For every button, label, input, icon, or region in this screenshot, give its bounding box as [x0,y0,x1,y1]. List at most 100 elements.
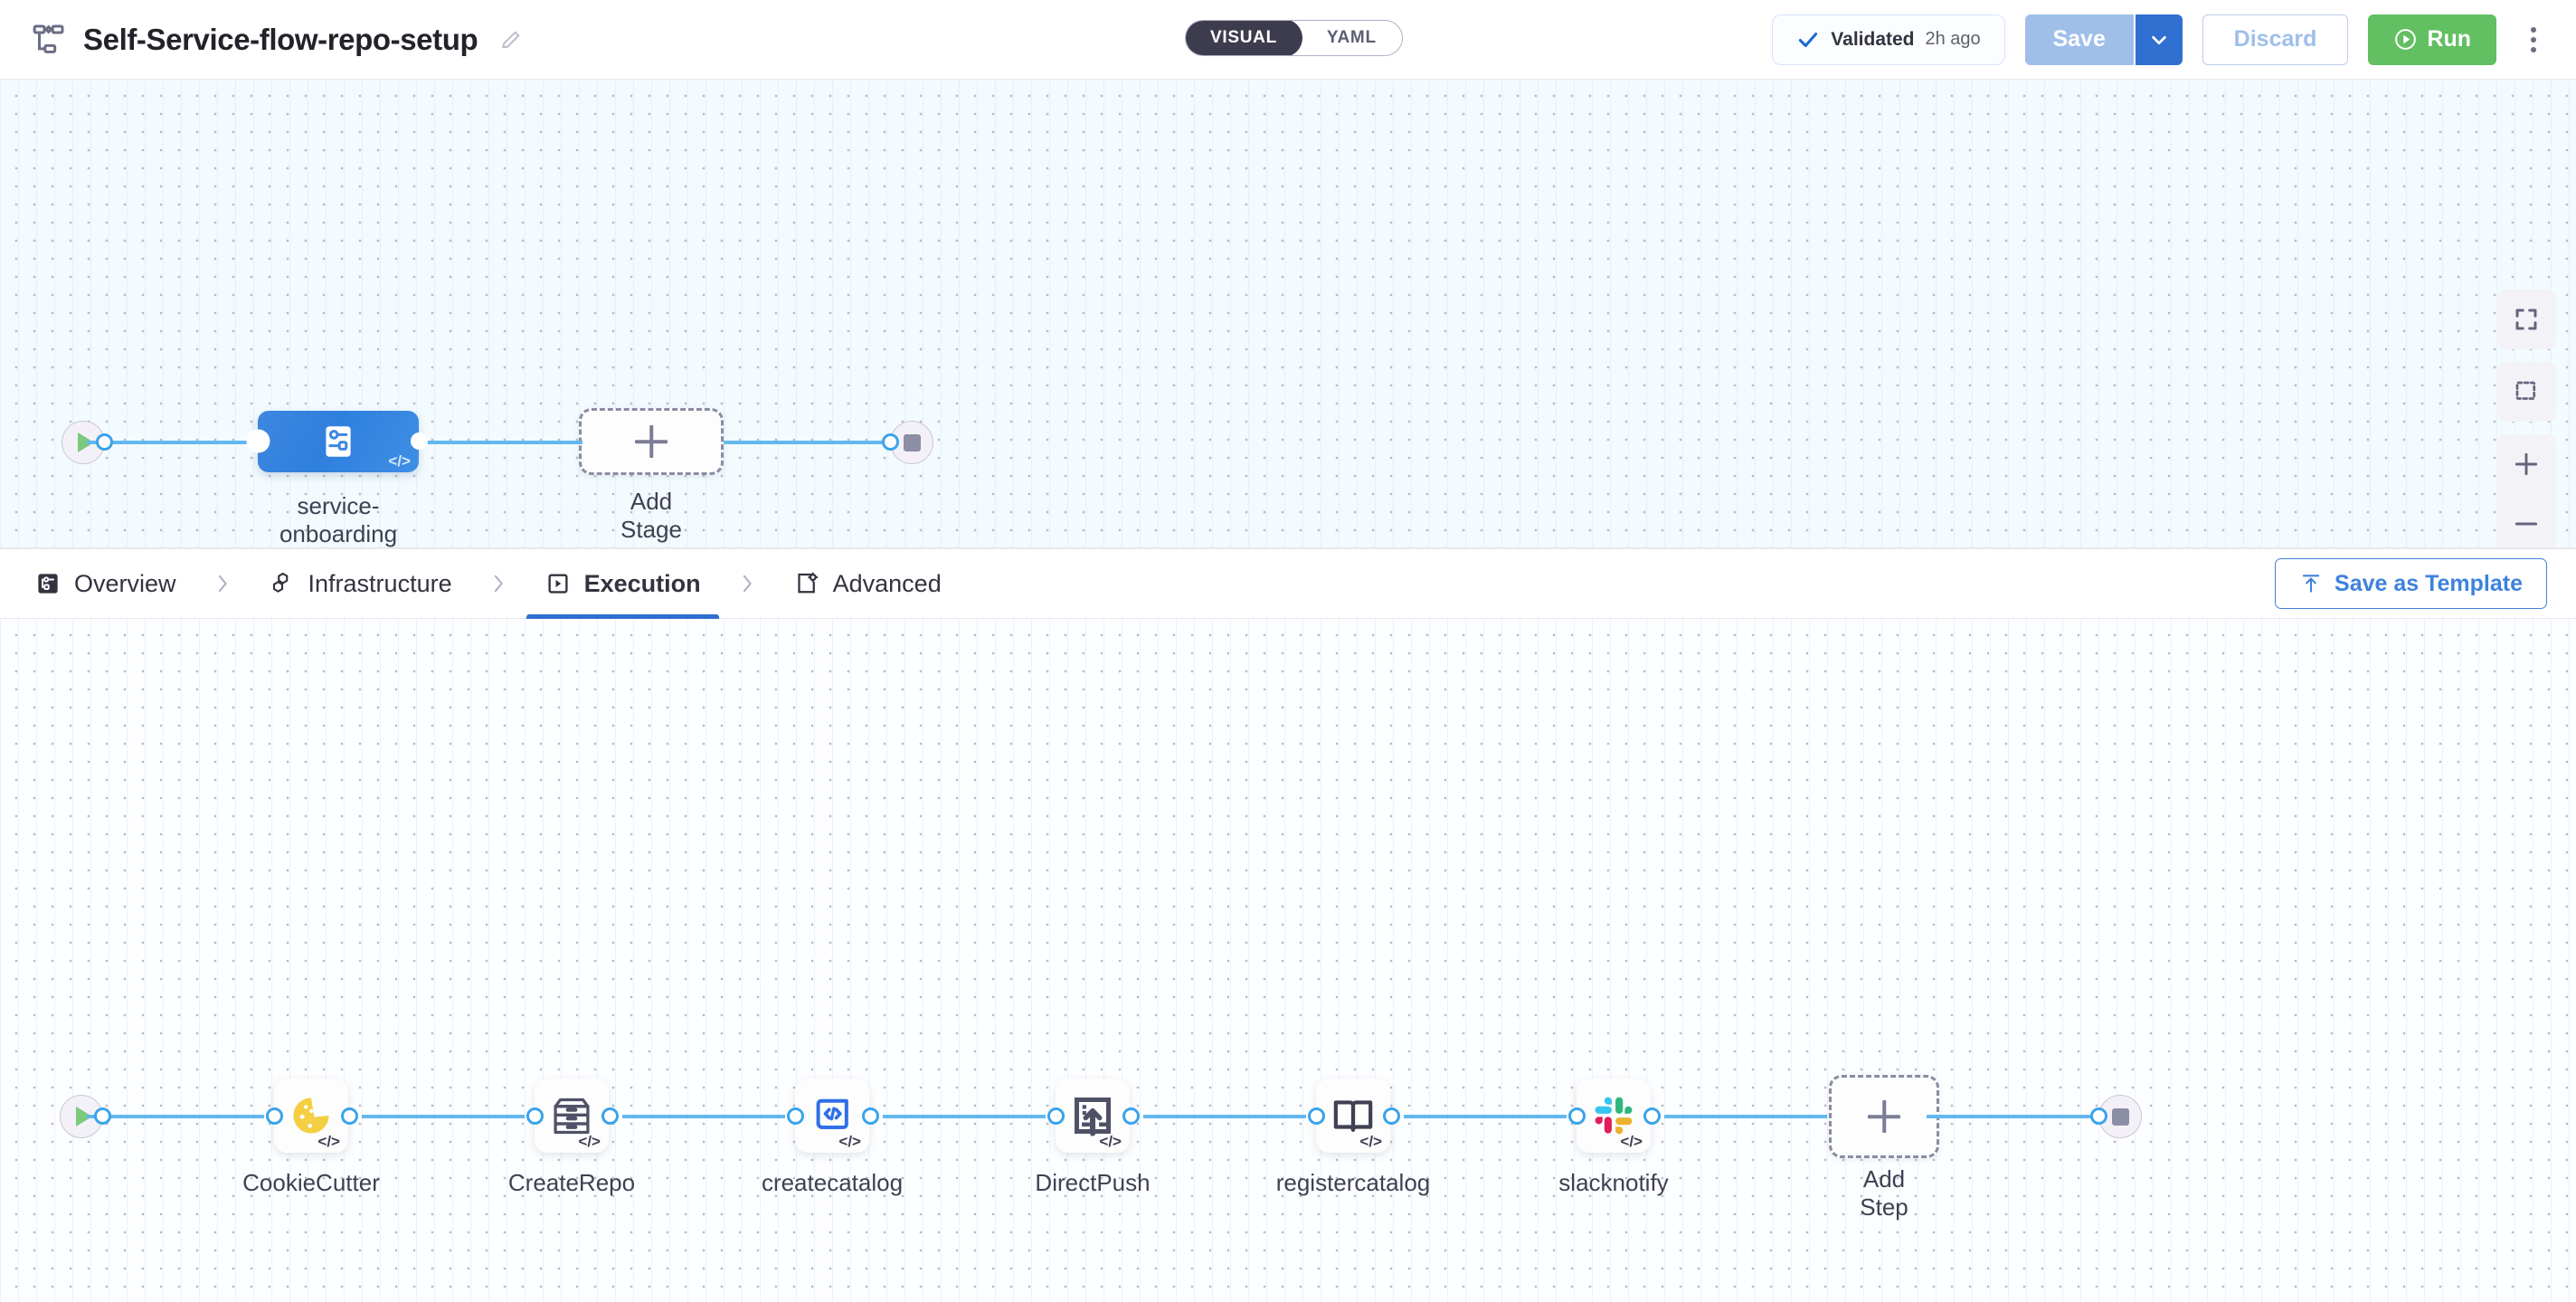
step-node-registercatalog[interactable]: </> registercatalog [1276,1079,1430,1196]
drawer-icon [554,1098,590,1135]
exec-start-output-port[interactable] [94,1107,111,1125]
step-code-badge: </> [838,1133,861,1150]
step-label: CookieCutter [242,1169,380,1196]
validated-label: Validated [1831,28,1915,50]
exec-connector-1 [87,1115,264,1118]
add-step-label: Add Step [1860,1165,1908,1221]
step-code-badge: </> [1620,1133,1643,1150]
step-card[interactable]: </> [1316,1079,1390,1153]
step-node-createcatalog[interactable]: </> createcatalog [762,1079,903,1196]
save-as-template-button[interactable]: Save as Template [2275,558,2547,609]
infrastructure-icon [269,570,296,597]
stage-flow-row: </> service- onboarding Add Stage [0,80,2576,547]
save-dropdown-toggle[interactable] [2133,14,2183,65]
play-icon [77,432,94,452]
edit-pencil-icon[interactable] [494,28,523,52]
add-step-button[interactable] [1829,1075,1939,1158]
tab-separator [458,570,539,597]
play-icon [75,1107,92,1126]
overview-icon [34,570,62,597]
tab-execution[interactable]: Execution [526,548,719,619]
stage-flow-icon [326,426,351,457]
section-tab-bar: Overview Infrastructure [0,548,2576,619]
execution-start-node[interactable] [60,1095,111,1138]
kebab-menu-icon[interactable] [2518,26,2549,52]
zoom-out-button[interactable] [2496,494,2556,547]
step-card[interactable]: </> [1577,1079,1651,1153]
step-input-port[interactable] [787,1107,804,1125]
exec-end-input-port[interactable] [2090,1107,2107,1125]
step-input-port[interactable] [1308,1107,1325,1125]
pipeline-end-node[interactable] [874,421,933,464]
execution-canvas[interactable]: </> CookieCutter [0,619,2576,1302]
step-code-badge: </> [317,1133,340,1150]
mode-yaml[interactable]: YAML [1326,28,1377,47]
zoom-controls [2496,434,2556,547]
add-stage-button[interactable] [579,408,724,475]
save-button[interactable]: Save [2024,14,2134,65]
stop-icon [2111,1107,2129,1126]
run-label: Run [2427,26,2471,52]
stage-node-service-onboarding[interactable]: </> service- onboarding [250,411,428,547]
tab-separator [706,570,788,597]
add-step-node[interactable]: Add Step [1829,1075,1939,1221]
selection-box-button[interactable] [2496,362,2556,422]
step-card[interactable]: </> [795,1079,869,1153]
step-label: slacknotify [1558,1169,1669,1196]
step-node-cookiecutter[interactable]: </> CookieCutter [242,1079,380,1196]
step-output-port[interactable] [862,1107,879,1125]
mode-toggle[interactable]: VISUAL YAML [1185,20,1403,56]
advanced-gear-icon [793,570,820,597]
tab-infrastructure[interactable]: Infrastructure [263,548,458,619]
execution-end-node[interactable] [2082,1095,2142,1138]
stage-connector-1 [87,441,260,444]
tab-overview[interactable]: Overview [29,548,182,619]
step-node-directpush[interactable]: </> DirectPush [1035,1079,1151,1196]
pipeline-start-node[interactable] [62,421,113,464]
exec-connector-6 [1404,1115,1567,1118]
stage-card[interactable]: </> [258,411,419,472]
discard-button[interactable]: Discard [2202,14,2349,65]
step-output-port[interactable] [1122,1107,1140,1125]
step-input-port[interactable] [266,1107,283,1125]
top-bar-actions: Validated 2h ago Save Discard [1772,14,2549,65]
step-input-port[interactable] [1568,1107,1586,1125]
step-output-port[interactable] [1643,1107,1661,1125]
upload-template-icon [2299,572,2323,595]
step-node-slacknotify[interactable]: </> slacknotify [1558,1079,1669,1196]
status-badge-validated: Validated 2h ago [1772,14,2005,65]
stage-node-label: service- onboarding [279,492,398,547]
step-card[interactable]: </> [535,1079,609,1153]
step-input-port[interactable] [1047,1107,1065,1125]
step-card[interactable]: </> [1056,1079,1130,1153]
stage-canvas[interactable]: </> service- onboarding Add Stage [0,80,2576,548]
start-output-port[interactable] [96,433,113,451]
step-output-port[interactable] [601,1107,619,1125]
step-card[interactable]: </> [274,1079,348,1153]
zoom-in-button[interactable] [2496,434,2556,494]
stage-connector-2 [418,441,582,444]
upload-box-icon [1075,1098,1111,1136]
exec-connector-4 [883,1115,1046,1118]
stage-connector-3 [724,441,897,444]
run-button[interactable]: Run [2368,14,2496,65]
fit-to-screen-button[interactable] [2496,290,2556,349]
step-input-port[interactable] [526,1107,544,1125]
add-stage-node[interactable]: Add Stage [579,408,724,543]
step-output-port[interactable] [341,1107,358,1125]
step-output-port[interactable] [1383,1107,1400,1125]
step-label: createcatalog [761,1169,904,1196]
stage-output-port[interactable] [411,432,428,450]
step-code-badge: </> [578,1133,601,1150]
end-input-port[interactable] [882,433,899,451]
tab-advanced[interactable]: Advanced [788,548,947,619]
check-icon [1796,28,1820,52]
code-screen-icon [816,1098,848,1129]
top-bar: Self-Service-flow-repo-setup VISUAL YAML… [0,0,2576,80]
step-node-createrepo[interactable]: </> CreateRepo [508,1079,635,1196]
mode-visual[interactable]: VISUAL [1185,21,1302,55]
stage-input-port[interactable] [250,432,267,450]
execution-flow-row: </> CookieCutter [0,619,2576,1302]
save-split-button[interactable]: Save [2024,14,2183,65]
